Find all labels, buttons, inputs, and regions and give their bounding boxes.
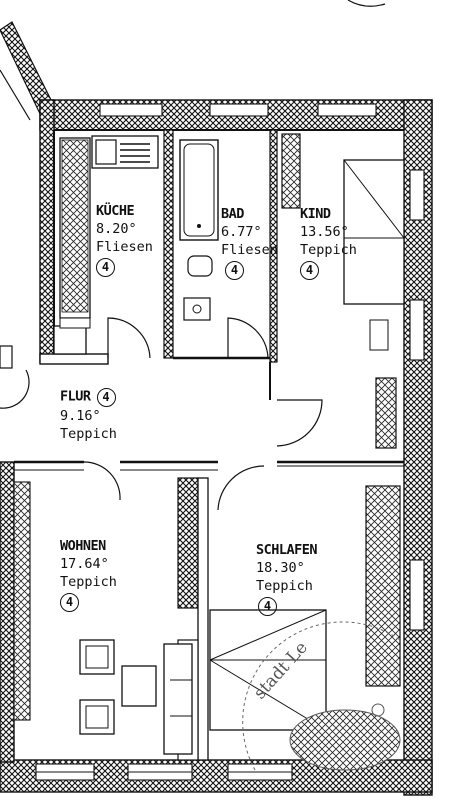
room-marker: 4: [225, 261, 244, 280]
corner-arc: [347, 0, 386, 7]
wall-left-bottom: [0, 461, 15, 763]
room-marker: 4: [258, 597, 277, 616]
room-area: 18.30°: [256, 560, 305, 576]
room-marker: 4: [60, 593, 79, 612]
door-bad: [227, 317, 269, 359]
wall-wohnen-schlafen: [177, 477, 199, 609]
room-marker: 4: [300, 261, 319, 280]
stamp-arc: [242, 621, 401, 771]
room-name: KIND: [300, 206, 331, 222]
wall-kueche-bad: [163, 129, 174, 359]
room-floor: Teppich: [300, 242, 357, 258]
room-flur: FLUR 4 9.16° Teppich: [60, 386, 117, 443]
wall-left-kueche: [39, 99, 55, 363]
sink-icon: [95, 139, 117, 165]
room-area: 17.64°: [60, 556, 109, 572]
door-kueche: [107, 317, 151, 359]
room-floor: Fliesen: [96, 239, 153, 255]
room-kueche: KÜCHE 8.20° Fliesen 4: [96, 202, 153, 277]
room-area: 13.56°: [300, 224, 349, 240]
door-entry: [0, 369, 30, 409]
room-name: SCHLAFEN: [256, 542, 318, 558]
bed-kind: [343, 159, 405, 305]
room-wohnen: WOHNEN 17.64° Teppich 4: [60, 537, 117, 612]
room-floor: Teppich: [60, 574, 117, 590]
room-area: 6.77°: [221, 224, 262, 240]
toilet-icon: [187, 255, 213, 277]
room-name: FLUR: [60, 388, 91, 405]
door-kind: [276, 399, 323, 447]
room-area: 9.16°: [60, 408, 101, 424]
room-floor: Fliesen: [221, 242, 278, 258]
room-bad: BAD 6.77° Fliesen 4: [221, 205, 278, 280]
room-marker: 4: [96, 388, 116, 407]
room-area: 8.20°: [96, 221, 137, 237]
room-name: BAD: [221, 206, 244, 222]
room-marker: 4: [96, 258, 115, 277]
room-name: WOHNEN: [60, 538, 106, 554]
door-schlafen: [217, 465, 265, 511]
room-name: KÜCHE: [96, 203, 135, 219]
door-wohnen: [83, 461, 121, 501]
room-floor: Teppich: [60, 426, 117, 442]
sofa: [163, 643, 193, 755]
room-schlafen: SCHLAFEN 18.30° Teppich 4: [256, 541, 318, 616]
room-kind: KIND 13.56° Teppich 4: [300, 205, 357, 280]
coffee-table: [121, 665, 157, 707]
wall-bad-kind: [269, 129, 278, 363]
room-floor: Teppich: [256, 578, 313, 594]
